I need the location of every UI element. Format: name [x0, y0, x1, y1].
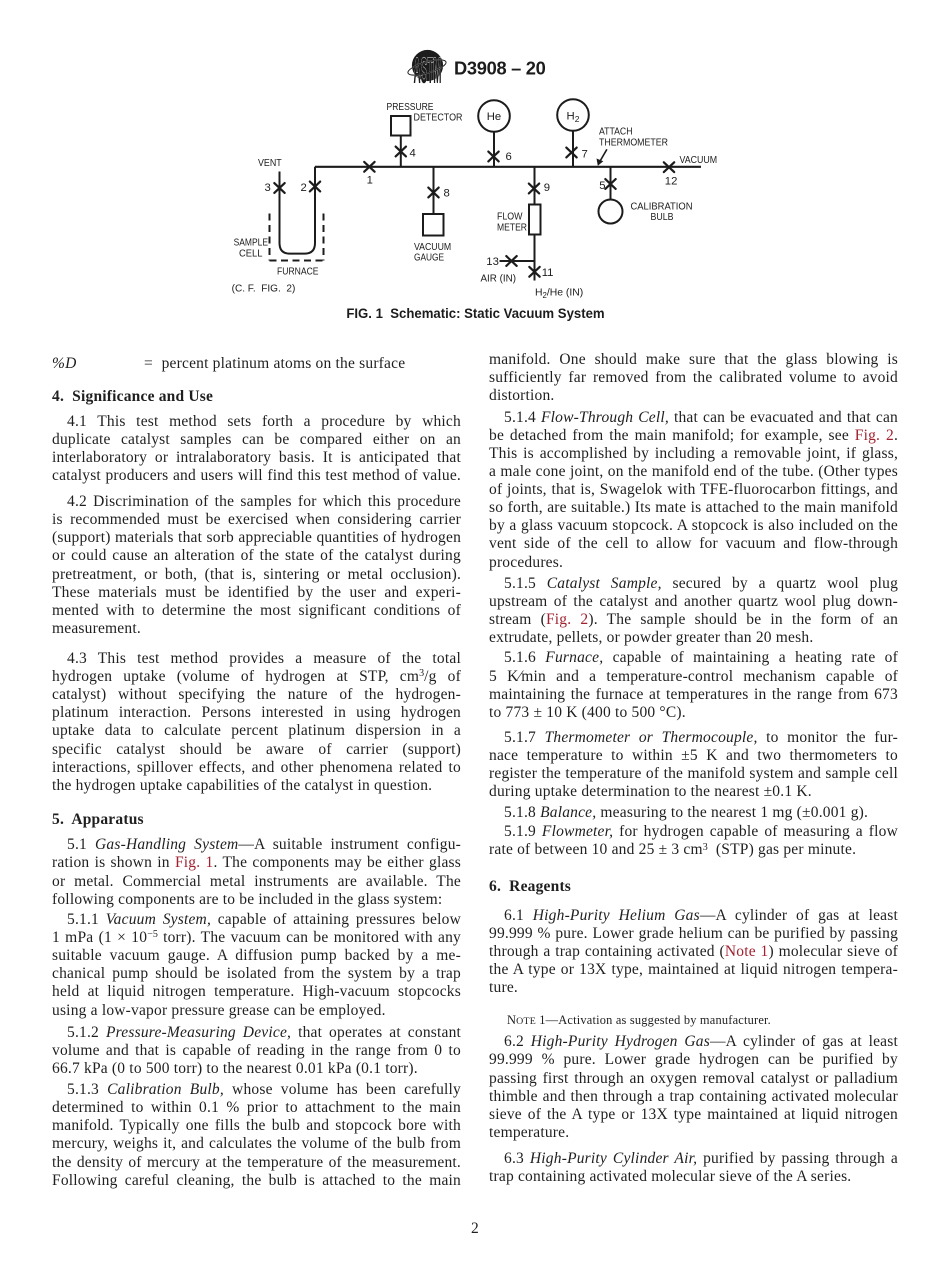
svg-text:11: 11 — [542, 267, 554, 279]
svg-text:CALIBRATION: CALIBRATION — [631, 202, 693, 213]
svg-text:1: 1 — [367, 175, 373, 187]
svg-text:AIR (IN): AIR (IN) — [481, 274, 517, 285]
svg-text:BULB: BULB — [651, 212, 674, 223]
svg-text:VACUUM: VACUUM — [414, 242, 451, 253]
svg-text:He: He — [487, 111, 501, 123]
svg-text:FIG. 1 Schematic: Static Vacu: FIG. 1 Schematic: Static Vacuum System — [346, 306, 604, 321]
svg-text:ASTM: ASTM — [414, 51, 442, 91]
svg-text:H2/He (IN): H2/He (IN) — [535, 287, 583, 300]
svg-text:FURNACE: FURNACE — [277, 267, 319, 278]
svg-text:13: 13 — [486, 256, 499, 268]
svg-text:3: 3 — [265, 182, 271, 194]
svg-text:ATTACH: ATTACH — [599, 127, 633, 138]
svg-text:12: 12 — [665, 176, 678, 188]
svg-text:4: 4 — [410, 147, 416, 159]
svg-text:FLOW: FLOW — [497, 212, 523, 223]
svg-text:GAUGE: GAUGE — [414, 253, 444, 264]
svg-text:7: 7 — [582, 149, 588, 161]
svg-text:DETECTOR: DETECTOR — [414, 113, 463, 124]
svg-text:6: 6 — [506, 151, 512, 163]
svg-text:9: 9 — [544, 182, 550, 194]
svg-text:5: 5 — [599, 180, 605, 192]
svg-text:(C. F. FIG. 2): (C. F. FIG. 2) — [232, 284, 296, 295]
svg-text:2: 2 — [301, 182, 307, 194]
svg-text:THERMOMETER: THERMOMETER — [599, 138, 668, 149]
svg-text:VENT: VENT — [258, 158, 282, 169]
svg-text:D3908 – 20: D3908 – 20 — [454, 58, 546, 79]
svg-text:METER: METER — [497, 223, 527, 234]
svg-text:PRESSURE: PRESSURE — [387, 102, 434, 113]
svg-text:H2: H2 — [567, 110, 580, 124]
svg-text:VACUUM: VACUUM — [680, 155, 718, 166]
svg-text:CELL: CELL — [239, 249, 263, 260]
svg-text:SAMPLE: SAMPLE — [234, 238, 268, 249]
svg-text:8: 8 — [444, 188, 450, 200]
